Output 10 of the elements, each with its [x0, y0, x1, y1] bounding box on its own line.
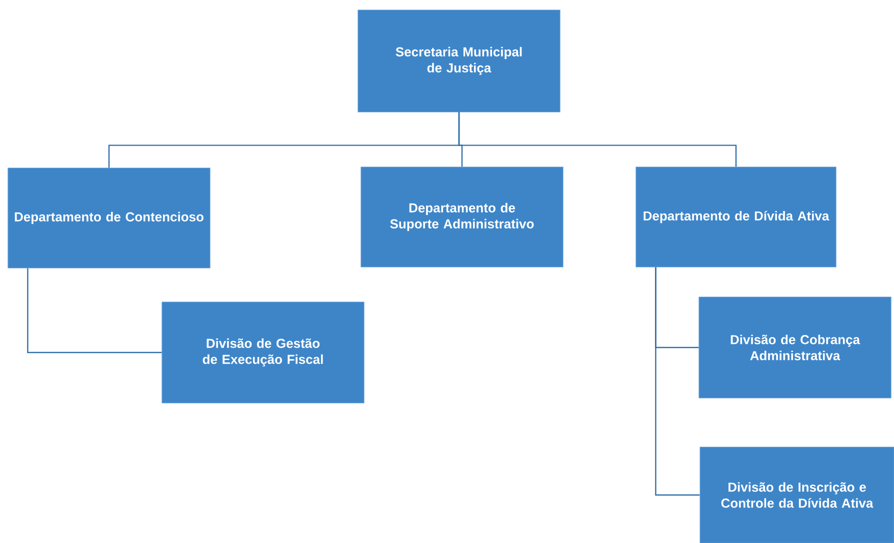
org-box: Departamento de Dívida Ativa — [636, 166, 836, 268]
org-box: Departamento de Suporte Administrativo — [360, 166, 564, 268]
org-box: Divisão de Cobrança Administrativa — [698, 296, 892, 398]
org-box: Divisão de Inscrição e Controle da Dívida Ativa — [700, 446, 894, 543]
connector-line — [27, 268, 162, 354]
org-box: Departamento de Contencioso — [8, 168, 210, 268]
connector-line — [458, 112, 737, 167]
org-box: Secretaria Municipal de Justiça — [358, 10, 560, 112]
connector-line — [655, 267, 700, 496]
org-box: Divisão de Gestão de Execução Fiscal — [162, 302, 364, 404]
